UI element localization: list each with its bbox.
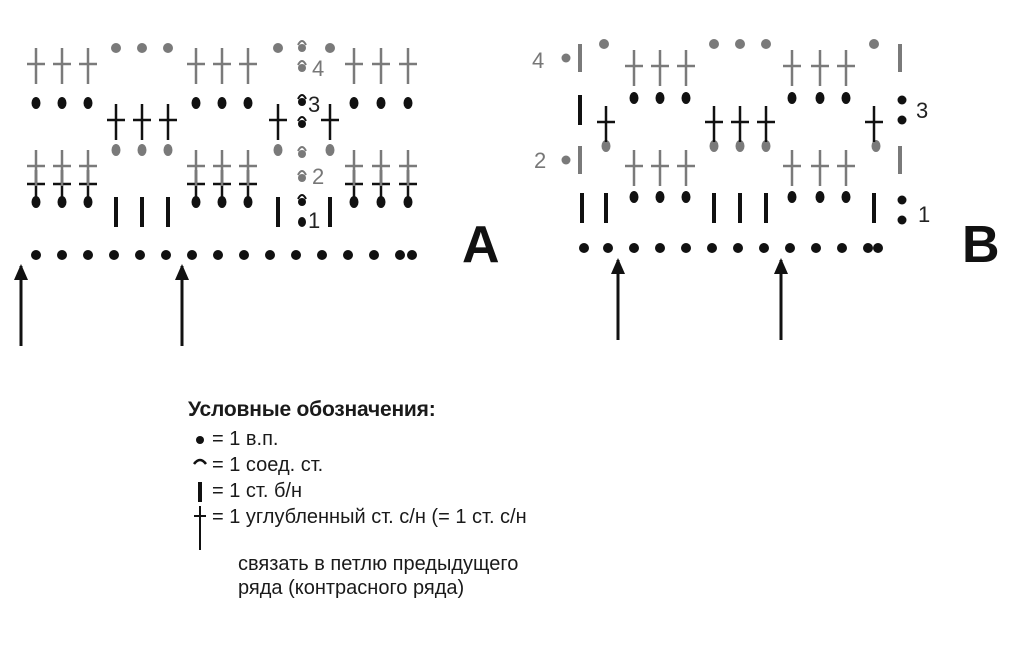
panel-b-row-number-1: 1 <box>918 202 930 227</box>
panel-b-row-1 <box>580 191 907 225</box>
legend-item-spike-double-crochet: = 1 углубленный ст. с/н (= 1 ст. с/н <box>188 504 788 552</box>
panel-b-row-4 <box>561 39 902 88</box>
legend-item-text: = 1 углубленный ст. с/н (= 1 ст. с/н <box>212 506 527 528</box>
legend-item-text: = 1 в.п. <box>212 428 279 450</box>
panel-b-row-number-3: 3 <box>916 98 928 123</box>
panel-b-arrow-left-icon <box>609 256 627 342</box>
legend: Условные обозначения: = 1 в.п. = 1 соед.… <box>188 398 788 600</box>
legend-item-text: = 1 соед. ст. <box>212 454 324 476</box>
panel-b-row-2 <box>561 140 902 188</box>
panel-a-row-1 <box>25 168 419 227</box>
panel-a-row-3 <box>31 94 413 142</box>
panel-a-label: A <box>462 216 500 274</box>
legend-item-continuation: связать в петлю предыдущего <box>238 553 519 575</box>
panel-b-label: B <box>962 216 1000 274</box>
legend-item-chain-stitch: = 1 в.п. <box>188 426 788 452</box>
panel-a-row-number-1: 1 <box>308 208 320 233</box>
legend-item-single-crochet: = 1 ст. б/н <box>188 478 788 504</box>
legend-item-text: = 1 ст. б/н <box>212 480 303 502</box>
panel-b-row-number-2: 2 <box>534 148 546 173</box>
panel-b-foundation-chain <box>579 243 883 253</box>
panel-a-row-number-2: 2 <box>312 164 324 189</box>
chain-stitch-dot-icon <box>188 426 212 452</box>
legend-item-slip-stitch: = 1 соед. ст. <box>188 452 788 478</box>
slip-stitch-arc-icon <box>188 452 212 478</box>
single-crochet-bar-icon <box>188 478 212 504</box>
panel-b: 1 2 3 4 B <box>532 39 1000 342</box>
legend-title: Условные обозначения: <box>188 398 436 421</box>
panel-a: 1 2 3 4 A <box>12 40 500 348</box>
panel-b-row-number-4: 4 <box>532 48 544 73</box>
panel-a-row-2 <box>25 144 419 188</box>
panel-b-arrow-right-icon <box>772 256 790 342</box>
panel-a-row-number-4: 4 <box>312 56 324 81</box>
panel-b-row-3 <box>578 92 907 144</box>
legend-item-continuation: ряда (контрасного ряда) <box>238 577 465 599</box>
panel-a-row-number-3: 3 <box>308 92 320 117</box>
panel-a-foundation-chain <box>31 250 417 260</box>
panel-a-arrow-right-icon <box>173 262 191 348</box>
spike-double-crochet-icon <box>188 504 212 552</box>
panel-a-row-4 <box>25 40 419 86</box>
panel-a-arrow-left-icon <box>12 262 30 348</box>
